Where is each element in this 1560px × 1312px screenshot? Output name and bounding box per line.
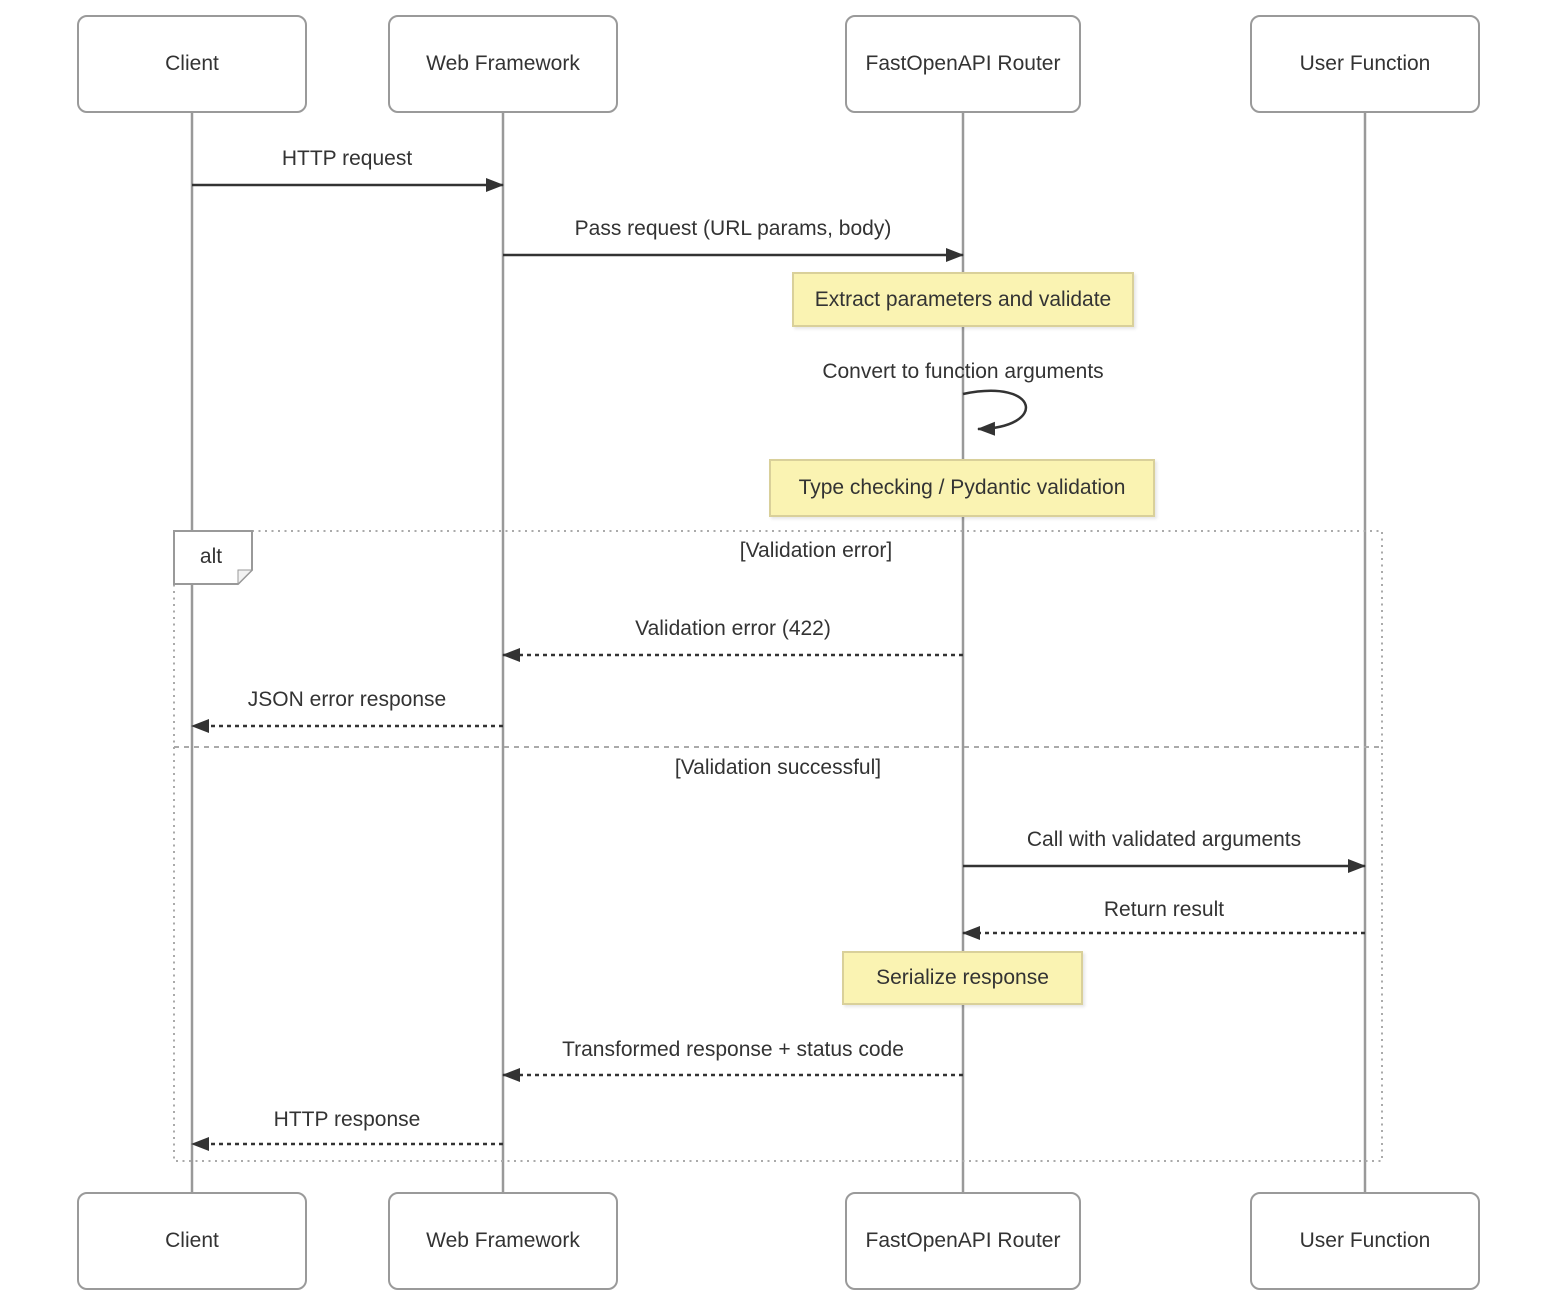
note-extract-parameters: Extract parameters and validate xyxy=(792,272,1134,327)
message-label-convert-arguments: Convert to function arguments xyxy=(822,360,1104,383)
message-label-call-validated: Call with validated arguments xyxy=(1026,828,1302,851)
message-label-validation-error: Validation error (422) xyxy=(635,617,831,640)
alt-label-fold xyxy=(237,569,254,586)
note-serialize-response: Serialize response xyxy=(842,951,1083,1005)
self-loop-convert-arguments xyxy=(962,389,1028,436)
note-type-checking: Type checking / Pydantic validation xyxy=(769,459,1155,517)
participant-top-web-framework: Web Framework xyxy=(388,15,618,113)
participant-bottom-user-function: User Function xyxy=(1250,1192,1480,1290)
message-label-http-response: HTTP response xyxy=(273,1108,421,1131)
alt-operator-label: alt xyxy=(199,545,223,568)
participant-top-user-function: User Function xyxy=(1250,15,1480,113)
message-label-json-error-response: JSON error response xyxy=(247,688,447,711)
message-label-transformed-response: Transformed response + status code xyxy=(562,1038,904,1061)
message-label-http-request: HTTP request xyxy=(281,147,413,170)
alt-frame xyxy=(173,530,1383,1162)
participant-bottom-web-framework: Web Framework xyxy=(388,1192,618,1290)
alt-condition-validation-successful: [Validation successful] xyxy=(674,756,882,779)
message-label-pass-request: Pass request (URL params, body) xyxy=(574,217,892,240)
alt-condition-validation-error: [Validation error] xyxy=(739,539,893,562)
participant-bottom-client: Client xyxy=(77,1192,307,1290)
participant-bottom-fastopenapi-router: FastOpenAPI Router xyxy=(845,1192,1081,1290)
message-label-return-result: Return result xyxy=(1103,898,1225,921)
participant-top-fastopenapi-router: FastOpenAPI Router xyxy=(845,15,1081,113)
participant-top-client: Client xyxy=(77,15,307,113)
